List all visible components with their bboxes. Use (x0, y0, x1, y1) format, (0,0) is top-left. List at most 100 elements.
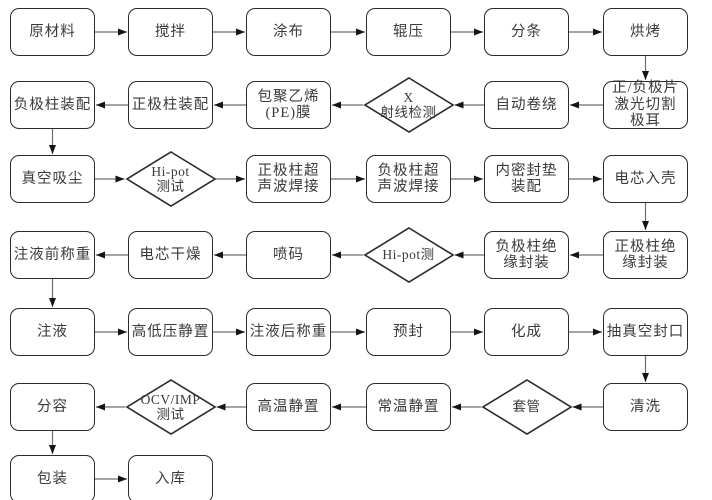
node-label-line: OCV/IMP (140, 391, 201, 407)
node-label: 注液 (35, 324, 70, 341)
node-label: 喷码 (271, 247, 306, 264)
node-label-line: 正/负极片 (611, 80, 680, 97)
node-label: 涂布 (271, 24, 306, 41)
node-high-temp-rest: 高温静置 (246, 383, 331, 431)
node-hipot-test-2: Hi-pot测 (363, 227, 454, 283)
node-neg-post-insulation: 负极柱绝缘封装 (484, 231, 569, 279)
node-baking: 烘烤 (603, 8, 688, 56)
node-neg-post-assembly: 负极柱装配 (10, 81, 95, 129)
node-formation: 化成 (484, 308, 569, 356)
node-label: 辊压 (391, 24, 426, 41)
node-label-line: 注液 (37, 323, 68, 340)
node-label-line: 高温静置 (257, 398, 320, 415)
diamond-shape (125, 151, 216, 207)
node-label: 原材料 (27, 24, 78, 41)
node-label-line: 射线检测 (380, 105, 437, 120)
node-pre-sealing: 预封 (366, 308, 451, 356)
node-label-line: 分容 (37, 398, 68, 415)
node-sleeving: 套管 (481, 379, 572, 435)
node-vacuum-cleaning: 真空吸尘 (10, 155, 95, 203)
node-label-line: 分条 (511, 23, 542, 40)
node-pre-fill-weighing: 注液前称重 (10, 231, 95, 279)
node-label: 搅拌 (153, 24, 188, 41)
node-pos-post-assembly: 正极柱装配 (128, 81, 213, 129)
node-auto-winding: 自动卷绕 (484, 81, 569, 129)
node-post-fill-weighing: 注液后称重 (246, 308, 331, 356)
node-label: 注液后称重 (248, 324, 330, 341)
node-label: 套管 (511, 399, 543, 415)
node-calendering: 辊压 (366, 8, 451, 56)
node-inner-gasket-assembly: 内密封垫装配 (484, 155, 569, 203)
node-label: 常温静置 (376, 399, 442, 416)
node-pe-film-wrapping: 包聚乙烯(PE)膜 (246, 81, 331, 129)
node-label-line: 装配 (511, 179, 542, 195)
diamond-shape (363, 77, 454, 133)
node-neg-post-ultrasonic-weld: 负极柱超声波焊接 (366, 155, 451, 203)
diamond-shape (481, 379, 572, 435)
node-label: 电芯入壳 (613, 171, 679, 188)
node-label-line: 烘烤 (630, 23, 661, 40)
node-label: 内密封垫装配 (494, 163, 560, 196)
node-label-line: 包装 (37, 470, 68, 487)
node-label: 注液前称重 (12, 247, 94, 264)
node-label: 分容 (35, 399, 70, 416)
node-label-line: 包聚乙烯 (257, 88, 320, 105)
node-label-line: (PE)膜 (265, 105, 312, 121)
node-label-line: 测试 (156, 179, 185, 194)
node-label: 正极柱超声波焊接 (256, 163, 322, 196)
node-label: 自动卷绕 (494, 97, 560, 114)
node-slitting: 分条 (484, 8, 569, 56)
node-vacuum-sealing: 抽真空封口 (603, 308, 688, 356)
node-inkjet-coding: 喷码 (246, 231, 331, 279)
node-label-line: 负极柱装配 (13, 96, 92, 113)
node-label: 负极柱装配 (12, 97, 94, 114)
node-label: 化成 (509, 324, 544, 341)
node-laser-tab-cutting: 正/负极片激光切割极耳 (603, 80, 688, 130)
node-label-line: 原材料 (29, 23, 76, 40)
node-label-line: 电芯入壳 (614, 170, 677, 187)
node-label: 分条 (509, 24, 544, 41)
node-washing: 清洗 (603, 383, 688, 431)
node-room-temp-rest: 常温静置 (366, 383, 451, 431)
node-electrolyte-filling: 注液 (10, 308, 95, 356)
node-cell-into-can: 电芯入壳 (603, 155, 688, 203)
node-label-line: 正极柱装配 (131, 96, 210, 113)
node-label-line: 搅拌 (155, 23, 186, 40)
node-label-line: 清洗 (630, 398, 661, 415)
node-label-line: 常温静置 (377, 398, 440, 415)
node-label-line: 注液前称重 (13, 246, 92, 263)
node-label-line: 缘封装 (503, 255, 550, 271)
node-label: 烘烤 (628, 24, 663, 41)
node-label-line: Hi-pot (151, 163, 190, 179)
node-label-line: 入库 (155, 470, 186, 487)
node-label: 高低压静置 (130, 324, 212, 341)
node-label-line: 高低压静置 (131, 323, 210, 340)
node-label-line: 声波焊接 (377, 179, 440, 195)
node-label-line: 套管 (512, 399, 541, 415)
node-coating: 涂布 (246, 8, 331, 56)
node-label-line: 负极柱超 (377, 162, 440, 179)
node-packaging: 包装 (10, 455, 95, 500)
node-label-line: 测试 (156, 407, 185, 422)
node-label-line: 自动卷绕 (495, 96, 558, 113)
node-label-line: 激光切割 (614, 96, 677, 113)
node-label: 电芯干燥 (138, 247, 204, 264)
node-label-line: 抽真空封口 (606, 323, 685, 340)
node-label: 清洗 (628, 399, 663, 416)
node-label: 预封 (391, 324, 426, 341)
node-label-line: 预封 (393, 323, 424, 340)
node-label-line: 负极柱绝 (495, 238, 558, 255)
node-label-line: 涂布 (273, 23, 304, 40)
node-label: 正/负极片激光切割极耳 (610, 80, 681, 130)
node-label: 高温静置 (256, 399, 322, 416)
node-label: 包装 (35, 471, 70, 488)
node-label-line: 缘封装 (622, 255, 669, 271)
node-label-line: Hi-pot测 (382, 247, 435, 263)
node-label: Hi-pot测 (380, 247, 436, 263)
node-pos-post-insulation: 正极柱绝缘封装 (603, 231, 688, 279)
node-high-low-pressure-rest: 高低压静置 (128, 308, 213, 356)
